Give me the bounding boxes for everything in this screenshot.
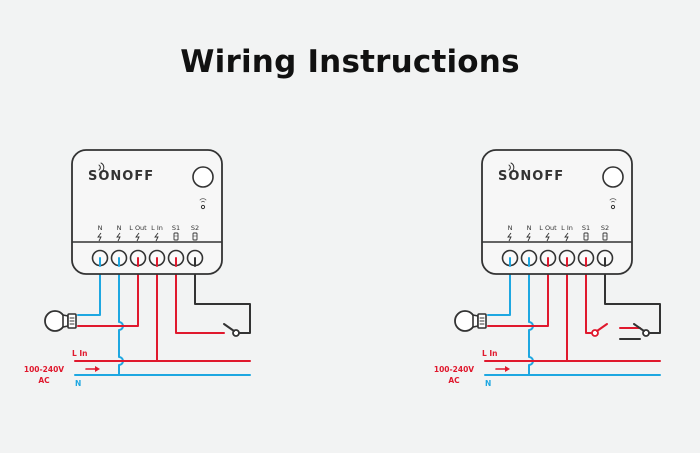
- lightning-icon: [526, 232, 531, 242]
- voltage-label: 100-240V: [434, 365, 474, 374]
- page-title: Wiring Instructions: [180, 44, 520, 80]
- device-body: [71, 149, 223, 275]
- switch-terminal-icon: [602, 232, 608, 241]
- lightning-icon: [97, 232, 102, 242]
- sonoff-device: SONOFF N N L Out L In S1 S2: [71, 149, 223, 275]
- terminal-label: N: [98, 224, 103, 232]
- switch-terminal-icon: [583, 232, 589, 241]
- terminal-label: L In: [561, 224, 573, 232]
- neutral-supply-label: N: [485, 379, 491, 388]
- status-led-icon: [200, 204, 206, 210]
- status-led-icon: [610, 204, 616, 210]
- arrow-head-icon: [505, 366, 510, 372]
- live-supply-label: L In: [72, 349, 88, 358]
- terminal-label: L Out: [129, 224, 147, 232]
- lamp-bulb: [454, 310, 476, 332]
- s1-wire: [585, 263, 592, 334]
- pair-button-icon: [192, 166, 214, 188]
- signal-icon: [510, 162, 515, 173]
- switch-terminal-icon: [192, 232, 198, 241]
- live-out-wire: [77, 263, 139, 327]
- terminal-label: N: [117, 224, 122, 232]
- lightning-icon: [564, 232, 569, 242]
- pair-button-icon: [602, 166, 624, 188]
- lamp-bulb: [44, 310, 66, 332]
- terminal-label: N: [527, 224, 532, 232]
- neutral-wire-supply: [118, 263, 124, 376]
- lightning-icon: [135, 232, 140, 242]
- lightning-icon: [507, 232, 512, 242]
- signal-icon: [508, 164, 511, 171]
- device-body: [481, 149, 633, 275]
- voltage-label: 100-240V: [24, 365, 64, 374]
- lightning-icon: [116, 232, 121, 242]
- switch-a-lever-icon: [596, 323, 608, 332]
- s2-wire: [194, 263, 251, 334]
- neutral-wire-lamp: [487, 263, 511, 316]
- lightning-icon: [154, 232, 159, 242]
- sonoff-device: SONOFF N N L Out L In S1 S2: [481, 149, 633, 275]
- wifi-icon: [199, 198, 207, 201]
- wiring-diagram-two-way-switch: L In N 100-240V AC SONOFF N N L Out L In S1 S2: [434, 149, 661, 388]
- switch-terminal-icon: [173, 232, 179, 241]
- ac-label: AC: [38, 376, 50, 385]
- arrow-head-icon: [95, 366, 100, 372]
- neutral-wire-lamp: [77, 263, 101, 316]
- lamp-icon: [44, 310, 77, 332]
- wiring-diagram-single-switch: L In N 100-240V AC SONOFF N N L Out L In S1 S2: [24, 149, 251, 388]
- live-supply-label: L In: [482, 349, 498, 358]
- live-out-wire: [487, 263, 549, 327]
- ac-label: AC: [448, 376, 460, 385]
- terminal-label: L Out: [539, 224, 557, 232]
- wifi-icon: [609, 198, 617, 201]
- lamp-icon: [454, 310, 487, 332]
- terminal-label: S1: [172, 224, 180, 232]
- brand-logo: SONOFF: [88, 169, 154, 184]
- s1-wire: [175, 263, 225, 334]
- wifi-icon: [611, 200, 615, 203]
- switch-lever-icon: [223, 323, 235, 332]
- terminal-label: L In: [151, 224, 163, 232]
- wifi-icon: [201, 200, 205, 203]
- neutral-wire-supply: [528, 263, 534, 376]
- terminal-label: S2: [191, 224, 199, 232]
- terminal-label: S2: [601, 224, 609, 232]
- neutral-supply-label: N: [75, 379, 81, 388]
- switch-b-lever-icon: [633, 323, 645, 332]
- brand-logo: SONOFF: [498, 169, 564, 184]
- terminal-label: S1: [582, 224, 590, 232]
- signal-icon: [98, 164, 101, 171]
- s2-wire: [604, 263, 661, 334]
- terminal-label: N: [508, 224, 513, 232]
- lightning-icon: [545, 232, 550, 242]
- signal-icon: [100, 162, 105, 173]
